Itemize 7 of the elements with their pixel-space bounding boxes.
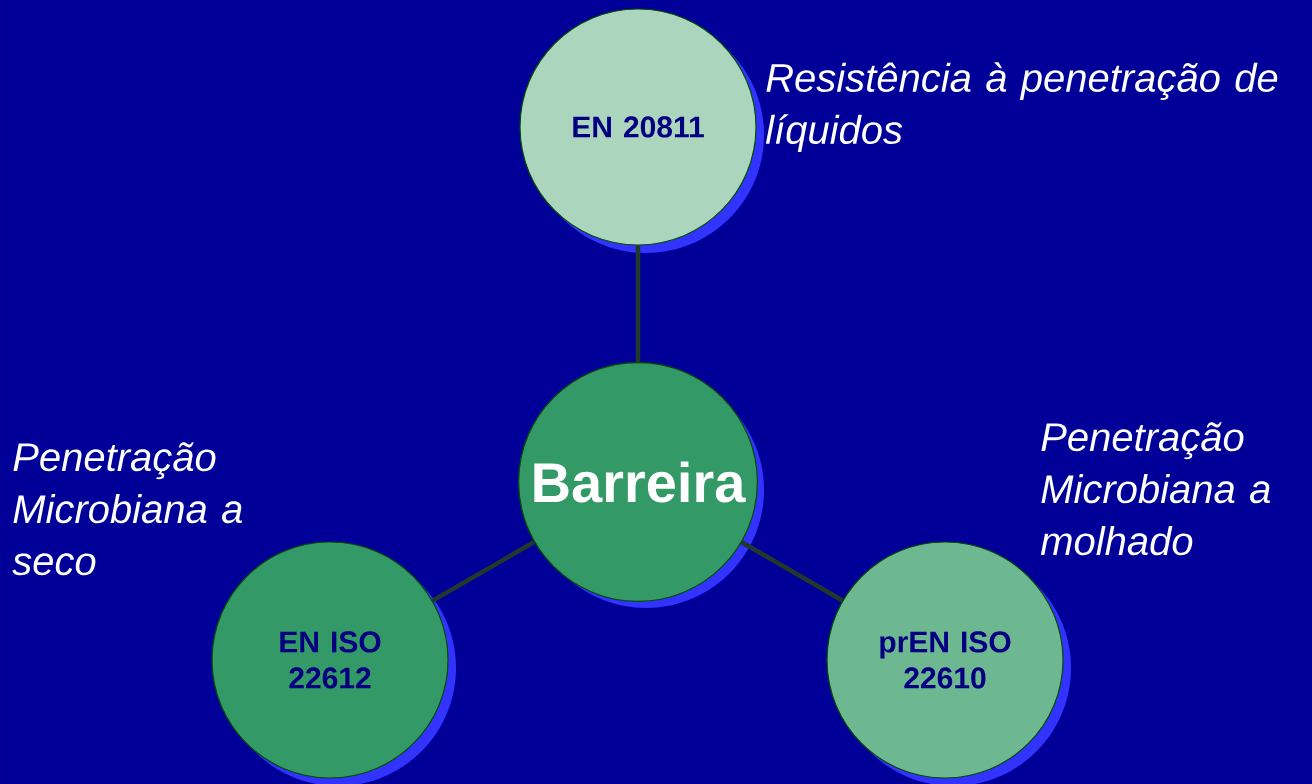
- connector-line: [635, 245, 641, 362]
- circle-node: Barreira: [518, 362, 764, 608]
- connector-line: [740, 540, 844, 603]
- connector-line: [431, 540, 536, 603]
- node-caption: Resistência à penetração de líquidos: [765, 62, 1278, 152]
- circle-node: EN ISO 22612: [211, 541, 456, 784]
- circle-node: EN 20811: [519, 8, 764, 253]
